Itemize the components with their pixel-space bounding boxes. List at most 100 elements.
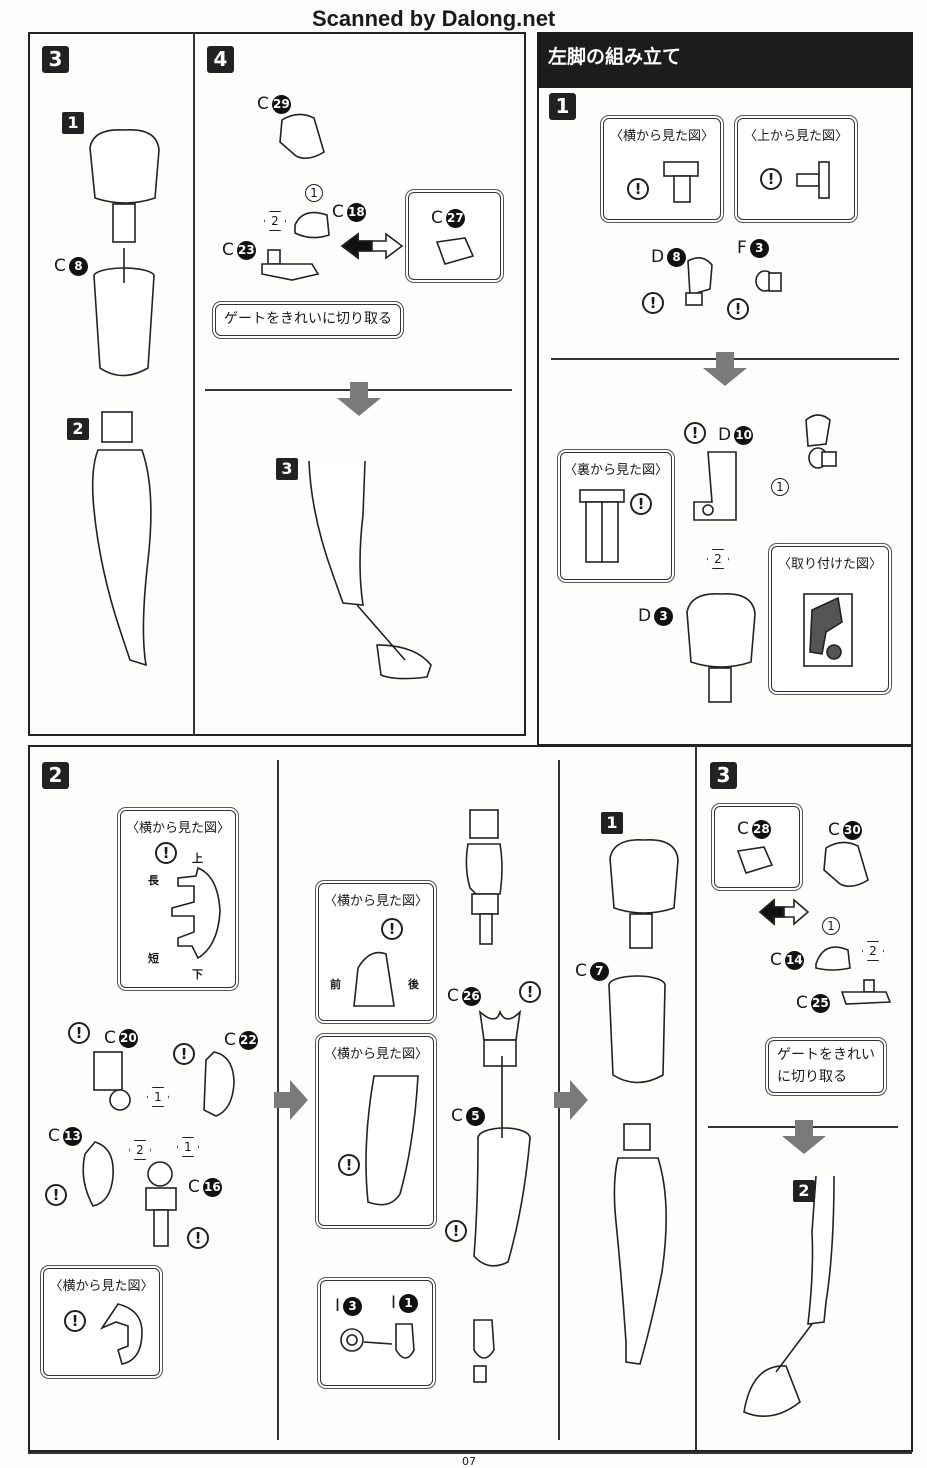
warning-icon	[519, 981, 541, 1003]
label-bottom: 下	[192, 968, 203, 981]
step-number: 2	[42, 762, 69, 789]
view-caption: 〈横から見た図〉	[323, 894, 428, 909]
gate-note-line: に切り取る	[777, 1068, 847, 1085]
warning-icon	[173, 1043, 195, 1065]
lower-leg-part-drawing	[91, 411, 152, 667]
lower-leg-part-drawing	[613, 1123, 667, 1365]
substep-number: 1	[62, 112, 84, 134]
top-view-box: 〈上から見た図〉	[737, 118, 855, 220]
section-title: 左脚の組み立て	[548, 46, 682, 68]
view-caption: 〈横から見た図〉	[323, 1047, 428, 1062]
ankle-peg-drawing	[805, 414, 837, 469]
step-number: 1	[549, 93, 576, 120]
peg-part-drawing	[755, 270, 782, 292]
arrow-down-icon	[337, 382, 381, 416]
lower-leg-top-drawing	[465, 809, 503, 945]
cover-side-drawing	[99, 1303, 143, 1365]
step-number: 3	[42, 46, 69, 73]
knee-cover-drawing	[478, 1009, 522, 1067]
thigh-part-drawing	[93, 248, 155, 377]
head-part-drawing	[89, 129, 160, 243]
substep-number: 2	[67, 418, 89, 440]
substep-number: 3	[276, 458, 298, 480]
arrow-right-icon	[274, 1080, 308, 1120]
joint-pieces-drawing	[340, 1323, 415, 1359]
view-caption: 〈裏から見た図〉	[563, 463, 668, 478]
cover-part-drawing	[82, 1141, 114, 1207]
view-caption: 〈横から見た図〉	[49, 1279, 154, 1294]
joint-assembly-drawing	[473, 1319, 495, 1383]
top-left-frame	[28, 32, 526, 736]
side-view-drawing	[171, 866, 221, 960]
warning-icon	[760, 168, 782, 190]
side-view-drawing	[663, 161, 699, 203]
gate-note-line: ゲートをきれい	[777, 1047, 875, 1063]
side-view-box: 〈横から見た図〉	[603, 118, 721, 220]
warning-icon	[727, 298, 749, 320]
hand-part-drawing	[435, 237, 475, 265]
arrow-down-icon	[703, 352, 747, 386]
warning-icon	[445, 1220, 467, 1242]
knee-part-drawing	[203, 1051, 235, 1117]
order-marker: 1	[822, 917, 840, 935]
alternate-part-box	[714, 806, 800, 888]
view-caption: 〈横から見た図〉	[125, 821, 230, 836]
alternate-part-box	[408, 192, 501, 280]
order-marker: 1	[305, 184, 323, 202]
arrow-right-icon	[554, 1080, 588, 1120]
order-marker: 1	[177, 1137, 199, 1157]
arrow-down-icon	[782, 1120, 826, 1154]
joint-part-drawing	[840, 979, 892, 1005]
top-view-drawing	[796, 161, 830, 199]
label-long: 長	[148, 874, 159, 887]
watermark: Scanned by Dalong.net	[312, 6, 556, 31]
warning-icon	[155, 842, 177, 864]
label-top: 上	[192, 852, 203, 865]
step-number: 3	[710, 762, 737, 789]
order-marker: 1	[147, 1087, 169, 1107]
label-back: 後	[408, 978, 419, 991]
hand-part-drawing	[736, 846, 774, 874]
warning-icon	[381, 918, 403, 940]
shin-joint-drawing	[145, 1161, 177, 1247]
order-marker: 2	[264, 211, 286, 231]
gate-cut-note: ゲートをきれいに切り取る	[215, 304, 401, 336]
foot-part-drawing	[823, 841, 869, 888]
label-front: 前	[330, 978, 341, 991]
swap-arrow-icon	[340, 232, 404, 260]
order-marker: 2	[707, 549, 729, 569]
small-part-drawing	[815, 946, 851, 971]
substep-number: 1	[601, 812, 623, 834]
page-number: 07	[462, 1455, 476, 1468]
warning-icon	[630, 493, 652, 515]
order-marker: 2	[129, 1140, 151, 1160]
view-caption: 〈横から見た図〉	[609, 129, 714, 144]
warning-icon	[684, 422, 706, 444]
small-part-drawing	[294, 211, 330, 239]
warning-icon	[338, 1154, 360, 1176]
divider	[193, 32, 195, 736]
warning-icon	[187, 1227, 209, 1249]
thigh-part-drawing	[608, 975, 666, 1084]
view-caption: 〈取り付けた図〉	[777, 557, 882, 572]
thigh-part-drawing	[473, 1056, 531, 1267]
back-view-drawing	[579, 489, 625, 563]
swap-arrow-icon	[758, 898, 810, 926]
